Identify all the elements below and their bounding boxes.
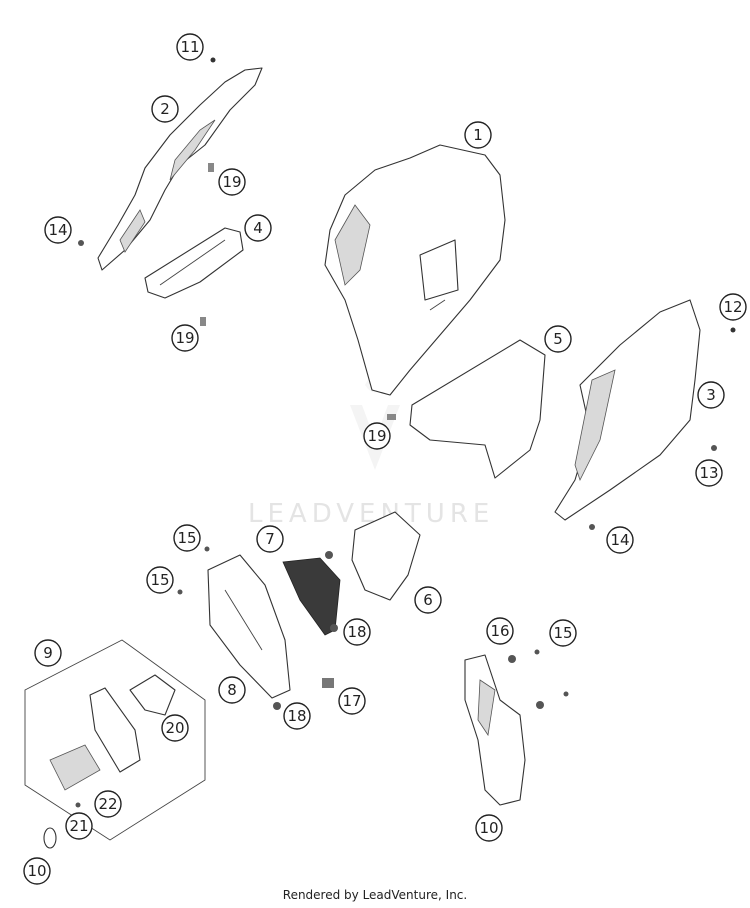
svg-text:1: 1 [473,126,483,144]
svg-text:18: 18 [287,707,306,725]
callout-22[interactable]: 22 [94,790,122,818]
svg-text:11: 11 [180,38,199,56]
callout-17[interactable]: 17 [338,687,366,715]
part-side-cover-upper[interactable] [97,67,263,271]
svg-text:10: 10 [27,862,46,880]
part-bracket[interactable] [144,227,244,299]
callout-2[interactable]: 2 [151,95,179,123]
fastener-screws [75,57,736,808]
svg-text:22: 22 [98,795,117,813]
callout-13[interactable]: 13 [695,459,723,487]
svg-text:17: 17 [342,692,361,710]
part-intake-group[interactable] [24,639,206,841]
callout-18b[interactable]: 18 [283,702,311,730]
svg-text:2: 2 [160,100,170,118]
svg-text:15: 15 [177,529,196,547]
callout-21[interactable]: 21 [65,812,93,840]
svg-text:18: 18 [347,623,366,641]
svg-text:7: 7 [265,530,275,548]
svg-text:15: 15 [553,624,572,642]
svg-text:8: 8 [227,681,237,699]
callout-3[interactable]: 3 [697,381,725,409]
part-side-cover-right[interactable] [554,299,701,521]
svg-text:19: 19 [367,427,386,445]
svg-text:15: 15 [150,571,169,589]
callout-19c[interactable]: 19 [363,422,391,450]
part-snorkel[interactable] [464,654,526,806]
callout-14b[interactable]: 14 [606,526,634,554]
svg-text:4: 4 [253,219,263,237]
callout-4[interactable]: 4 [244,214,272,242]
callout-19b[interactable]: 19 [171,324,199,352]
callout-12b[interactable]: 12 [719,293,747,321]
part-filter-cage[interactable] [207,554,291,699]
callout-15a[interactable]: 15 [173,524,201,552]
svg-text:3: 3 [706,386,716,404]
svg-text:10: 10 [479,819,498,837]
callout-5[interactable]: 5 [544,325,572,353]
callout-19a[interactable]: 19 [218,168,246,196]
callout-10[interactable]: 10 [23,857,51,885]
part-clamp[interactable] [43,827,57,849]
callout-11[interactable]: 10 [475,814,503,842]
callout-8[interactable]: 8 [218,676,246,704]
svg-text:14: 14 [610,531,629,549]
callout-6[interactable]: 6 [414,586,442,614]
callout-1[interactable]: 1 [464,121,492,149]
footer-credit: Rendered by LeadVenture, Inc. [282,888,468,902]
svg-text:19: 19 [222,173,241,191]
callout-14a[interactable]: 14 [44,216,72,244]
svg-text:12: 12 [723,298,742,316]
svg-text:19: 19 [175,329,194,347]
callout-7[interactable]: 7 [256,525,284,553]
svg-text:6: 6 [423,591,433,609]
svg-text:14: 14 [48,221,67,239]
callout-20[interactable]: 20 [161,714,189,742]
callout-12a[interactable]: 11 [176,33,204,61]
part-airbox-housing[interactable] [324,144,506,396]
part-dust-cover[interactable] [351,511,421,601]
svg-text:16: 16 [490,622,509,640]
callout-18a[interactable]: 18 [343,618,371,646]
callout-15b[interactable]: 15 [146,566,174,594]
svg-text:21: 21 [69,817,88,835]
part-air-filter[interactable] [282,557,341,636]
part-airbox-cover[interactable] [409,339,546,479]
callout-16[interactable]: 16 [486,617,514,645]
svg-text:5: 5 [553,330,563,348]
svg-text:9: 9 [43,644,53,662]
svg-text:20: 20 [165,719,184,737]
svg-text:13: 13 [699,464,718,482]
callout-15c[interactable]: 15 [549,619,577,647]
callout-9[interactable]: 9 [34,639,62,667]
